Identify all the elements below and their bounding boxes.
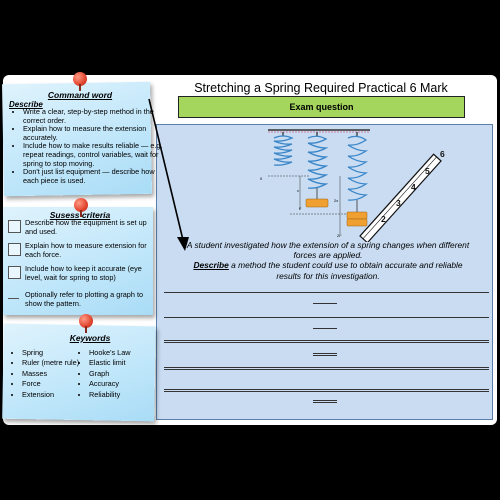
diagram-label-2f: 2F xyxy=(337,233,342,238)
answer-dash xyxy=(313,303,337,304)
weight-2 xyxy=(346,211,368,220)
answer-line xyxy=(164,391,489,392)
success-criteria-note xyxy=(3,207,153,315)
question-line-2: a method the student could use to obtain… xyxy=(228,260,463,281)
diagram-label-0: 0 xyxy=(260,176,263,181)
answer-dash xyxy=(313,402,337,403)
question-describe-word: Describe xyxy=(193,260,229,271)
answer-dash xyxy=(313,353,337,354)
list-item: Masses xyxy=(22,369,86,379)
answer-dash xyxy=(313,400,337,401)
ruler-number-3: 3 xyxy=(396,198,401,208)
pin-icon xyxy=(74,198,88,217)
weight-1 xyxy=(305,198,329,208)
ruler-number-4: 4 xyxy=(411,182,416,192)
command-word-title: Command word xyxy=(47,90,113,100)
describe-label: Describe xyxy=(9,100,43,109)
diagram-label-x: x xyxy=(297,188,299,193)
ruler-number-2: 2 xyxy=(381,214,386,224)
checkbox-icon[interactable] xyxy=(8,266,21,279)
spring-1 xyxy=(273,132,294,166)
answer-line xyxy=(164,367,489,368)
diagram-label-f: F xyxy=(299,206,302,211)
list-item: Graph xyxy=(89,369,161,379)
ruler-numbers: 2 3 4 5 6 xyxy=(381,149,445,224)
list-item: Spring xyxy=(22,348,86,358)
checkbox-icon[interactable] xyxy=(8,292,19,299)
weight-3 xyxy=(346,218,368,227)
answer-line xyxy=(164,317,489,318)
keywords-title: Keywords xyxy=(69,333,111,343)
keywords-list-left: Spring Ruler (metre rule) Masses Force E… xyxy=(12,348,86,400)
answer-line xyxy=(164,369,489,370)
list-item: Accuracy xyxy=(89,379,161,389)
exam-question-banner: Exam question xyxy=(178,96,465,118)
diagram-label-2x: 2x xyxy=(334,198,338,203)
checkbox-icon[interactable] xyxy=(8,243,21,256)
spring-2 xyxy=(307,132,329,189)
command-word-list: Write a clear, step-by-step method in th… xyxy=(11,107,163,185)
spring-diagram: 0 x F 2x 2F 2 3 4 5 6 xyxy=(260,129,445,242)
list-item: Include how to make results reliable — e… xyxy=(23,142,163,168)
answer-line xyxy=(164,292,489,293)
keywords-list-right: Hooke's Law Elastic limit Graph Accuracy… xyxy=(79,348,161,400)
list-item: Elastic limit xyxy=(89,358,161,368)
list-item: Force xyxy=(22,379,86,389)
exam-question-text: A student investigated how the extension… xyxy=(180,240,476,281)
answer-dash xyxy=(313,328,337,329)
list-item: Don't just list equipment — describe how… xyxy=(23,167,163,185)
answer-dash xyxy=(313,355,337,356)
ruler-number-6: 6 xyxy=(440,149,445,159)
checkbox-icon[interactable] xyxy=(8,220,21,233)
list-item: Write a clear, step-by-step method in th… xyxy=(23,107,163,125)
ruler-number-5: 5 xyxy=(425,166,430,176)
list-item: Reliability xyxy=(89,390,161,400)
spring-3 xyxy=(347,132,369,201)
success-criteria-title: Susess criteria xyxy=(49,210,111,220)
list-item: Explain how to measure the extension acc… xyxy=(23,124,163,142)
page-title: Stretching a Spring Required Practical 6… xyxy=(194,81,448,95)
answer-line xyxy=(164,389,489,390)
list-item: Ruler (metre rule) xyxy=(22,358,86,368)
answer-line xyxy=(164,340,489,341)
pin-icon xyxy=(73,72,87,91)
pin-icon xyxy=(79,314,93,333)
arrow-icon xyxy=(148,98,189,251)
ruler xyxy=(359,153,442,242)
answer-panel xyxy=(156,124,493,420)
list-item: Hooke's Law xyxy=(89,348,161,358)
answer-line xyxy=(164,342,489,343)
list-item: Extension xyxy=(22,390,86,400)
question-line-1: A student investigated how the extension… xyxy=(186,240,470,261)
